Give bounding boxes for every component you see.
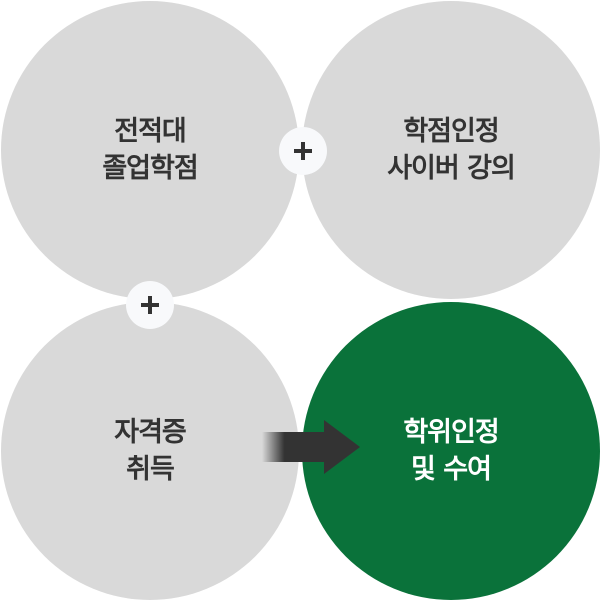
circle-transfer-credits: 전적대 졸업학점 [1,1,299,299]
circle-certificates: 자격증 취득 [1,302,299,600]
plus-icon [279,127,327,175]
arrow-right-icon [262,420,360,474]
circle-line: 학점인정 [403,116,499,147]
circle-line: 자격증 [114,417,187,448]
circle-line: 졸업학점 [102,153,198,184]
plus-icon [126,281,174,329]
circle-line: 학위인정 [403,417,499,448]
circle-cyber-lectures: 학점인정 사이버 강의 [302,1,600,299]
circle-line: 전적대 [114,116,187,147]
circle-line: 및 수여 [411,454,492,485]
circle-line: 사이버 강의 [387,153,516,184]
circle-line: 취득 [126,454,175,485]
